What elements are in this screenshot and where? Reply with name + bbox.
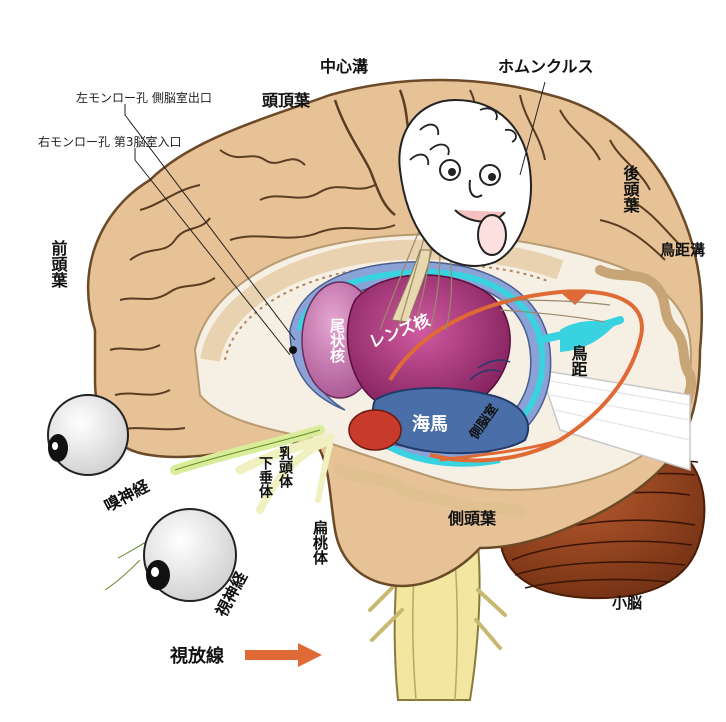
- label-amygdala: 扁桃体: [311, 519, 329, 566]
- eyeball-lower: [143, 508, 237, 602]
- label-parietal-lobe: 頭頂葉: [262, 91, 311, 110]
- calcarine-wedge: [538, 369, 691, 472]
- leader-lines: [124, 81, 546, 356]
- label-hippocampus: 海馬: [412, 413, 448, 435]
- label-calcar: 鳥距: [569, 344, 588, 377]
- label-cerebellum: 小脳: [612, 594, 642, 612]
- label-frontal-lobe: 前頭葉: [49, 239, 69, 289]
- label-homunculus: ホムンクルス: [498, 57, 594, 76]
- label-olfactory-nerve: 嗅神経: [101, 476, 153, 516]
- label-right-monro: 右モンロー孔 第3脳室入口: [38, 134, 181, 149]
- label-calcarine-sulcus: 鳥距溝: [660, 241, 705, 259]
- eyeball-upper: [47, 394, 129, 476]
- label-mammillary-body: 乳頭体: [277, 445, 293, 489]
- amygdala: [348, 409, 402, 451]
- nerves: [104, 425, 335, 591]
- label-pituitary: 下垂体: [257, 456, 273, 499]
- arrow-right-icon: [245, 643, 322, 667]
- label-occipital-lobe: 後頭葉: [621, 164, 641, 214]
- label-line-of-sight: 視放線: [169, 645, 224, 667]
- label-temporal-lobe: 側頭葉: [447, 509, 497, 528]
- corona-radiata: [379, 199, 611, 331]
- label-caudate-nucleus: 尾状核: [328, 318, 346, 364]
- homunculus: [398, 98, 532, 267]
- optic-radiation: [388, 289, 644, 463]
- label-central-sulcus: 中心溝: [320, 57, 368, 76]
- label-left-monro: 左モンロー孔 側脳室出口: [76, 90, 212, 105]
